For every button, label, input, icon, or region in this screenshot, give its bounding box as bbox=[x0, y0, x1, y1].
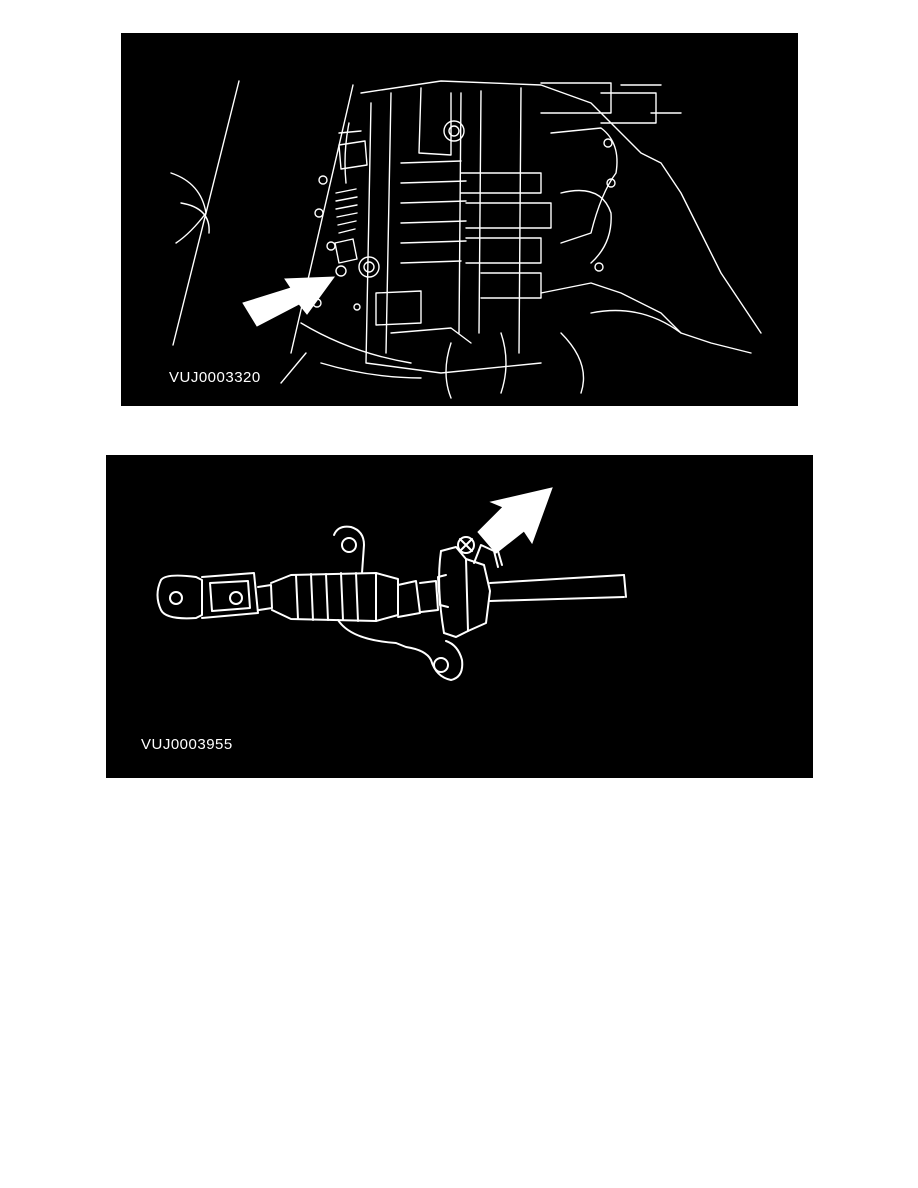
selector-cable-illustration bbox=[156, 487, 627, 681]
transmission-housing-illustration bbox=[170, 80, 762, 399]
arrow-pointer-icon bbox=[242, 276, 336, 327]
figure-code-label: VUJ0003320 bbox=[169, 369, 261, 386]
figure-code-label: VUJ0003955 bbox=[141, 736, 233, 753]
figure-selector-cable: VUJ0003955 bbox=[106, 455, 813, 778]
arrow-pointer-icon bbox=[477, 487, 553, 554]
figure-transmission-housing: VUJ0003320 bbox=[121, 33, 798, 406]
